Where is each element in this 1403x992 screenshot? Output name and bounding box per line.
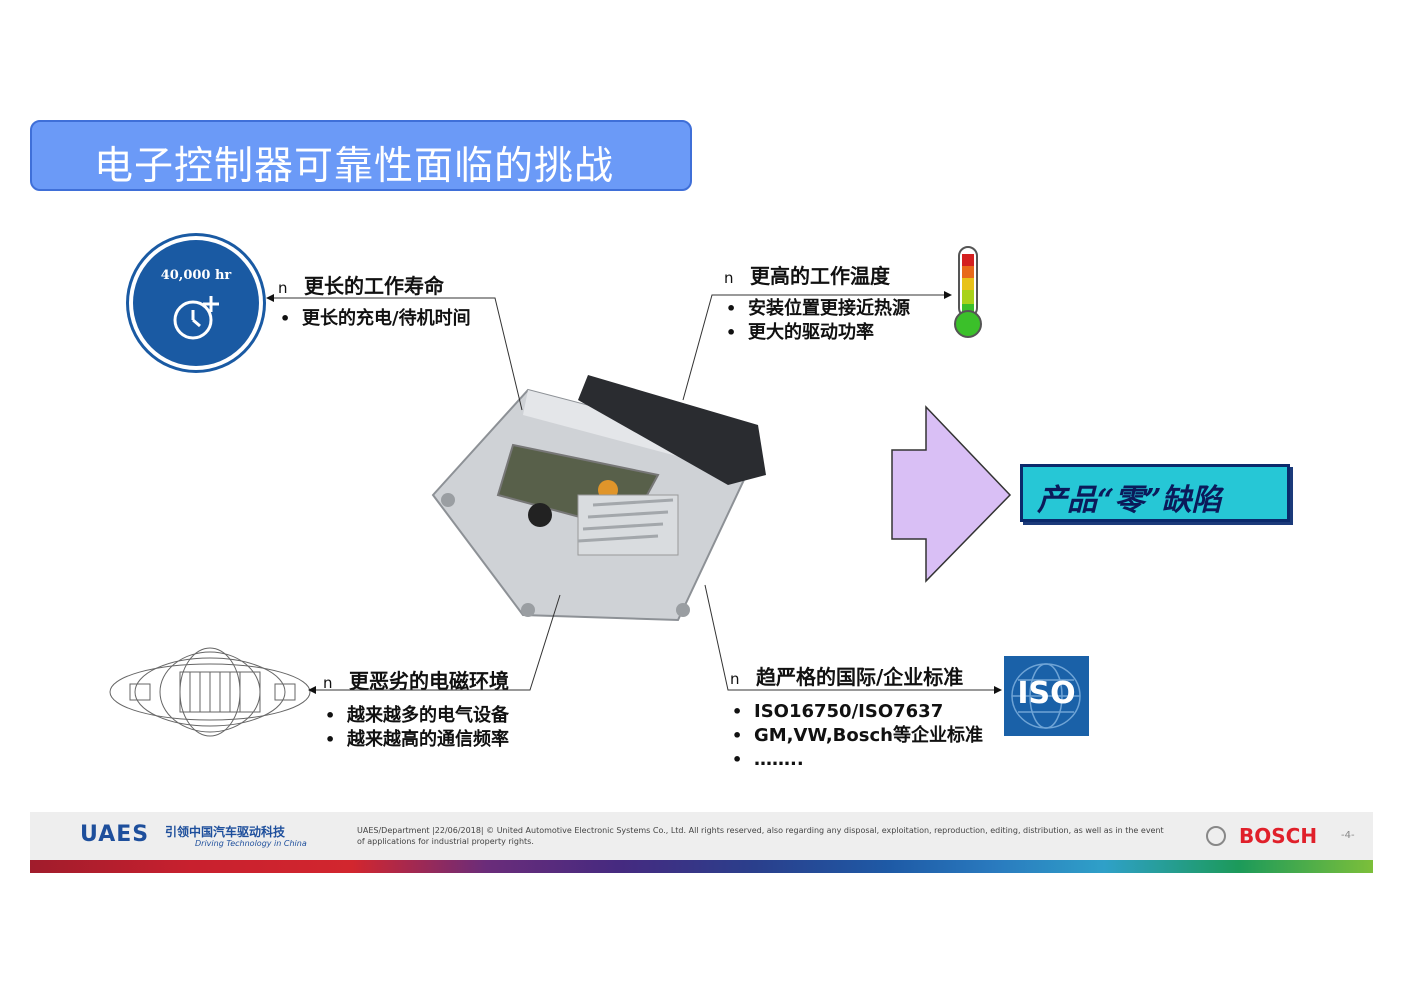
temperature-heading: 更高的工作温度 [750,264,890,288]
emc-heading: 更恶劣的电磁环境 [349,669,509,693]
temperature-item-1: 安装位置更接近热源 [748,298,910,319]
clock-badge-icon: 40,000 hr [133,240,259,366]
page-title: 电子控制器可靠性面临的挑战 [94,144,615,189]
standards-heading: 趋严格的国际/企业标准 [756,665,964,689]
bullet-marker: n [278,279,288,297]
bullet-marker: n [323,674,333,692]
bosch-logo: BOSCH [1239,824,1318,848]
lifetime-heading: 更长的工作寿命 [304,274,444,298]
emc-item-1: 越来越多的电气设备 [347,705,509,726]
clock-plus-icon [173,296,219,340]
clock-label: 40,000 hr [160,268,232,283]
iso-logo: ISO [1004,656,1089,736]
page-number: -4- [1341,830,1355,841]
thermometer-icon [954,246,982,338]
uaes-slogan-cn: 引领中国汽车驱动科技 [165,825,286,839]
bullet-marker: n [724,269,734,287]
zero-defect-box: 产品“零”缺陷 [1020,464,1290,522]
footer-color-strip [30,860,1373,873]
standards-item-1: ISO16750/ISO7637 [754,701,944,722]
right-arrow-icon [891,405,1012,583]
lifetime-item: 更长的充电/待机时间 [302,308,471,329]
bullet-marker: n [730,670,740,688]
globe-icon [1011,663,1081,729]
legal-notice: UAES/Department |22/06/2018| © United Au… [357,826,1164,846]
bosch-armature-icon [1206,826,1226,846]
footer-bar: UAES 引领中国汽车驱动科技 Driving Technology in Ch… [30,812,1373,860]
ecu-device-image [431,375,766,622]
iso-text: ISO [1017,676,1076,711]
standards-item-2: GM,VW,Bosch等企业标准 [754,725,983,746]
uaes-logo: UAES [80,822,150,847]
temperature-item-2: 更大的驱动功率 [748,322,874,343]
uaes-slogan-en: Driving Technology in China [195,839,307,848]
zero-defect-text: 产品“零”缺陷 [1037,483,1222,518]
standards-item-3: …….. [754,749,804,770]
title-banner: 电子控制器可靠性面临的挑战 [30,120,692,191]
emc-item-2: 越来越高的通信频率 [347,729,509,750]
